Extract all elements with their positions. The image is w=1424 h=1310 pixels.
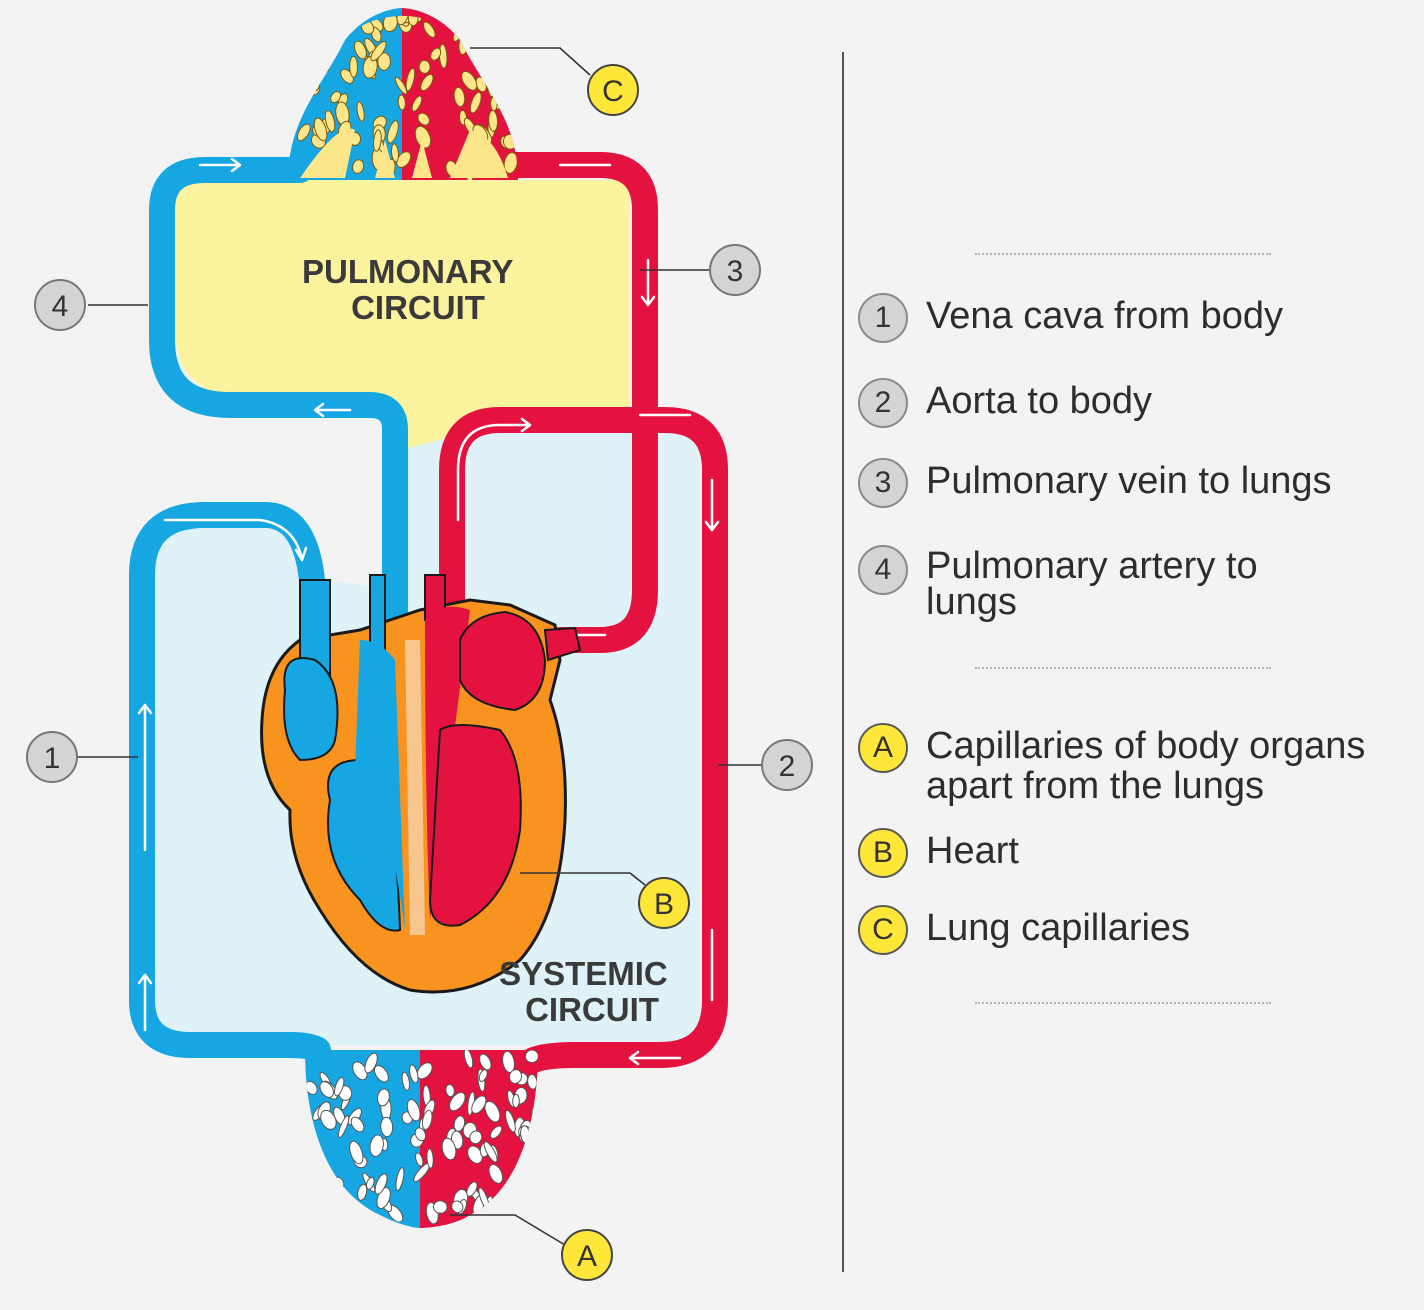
legend-item-1: 1 Vena cava from body [858, 293, 1283, 343]
legend-badge-a: A [858, 723, 908, 773]
body-capillaries [294, 1048, 544, 1237]
callout-label-2: 2 [779, 750, 796, 783]
legend-item-3: 3 Pulmonary vein to lungs [858, 458, 1332, 508]
lung-capillaries [280, 0, 523, 183]
legend-badge-b: B [858, 828, 908, 878]
legend-divider [975, 1002, 1271, 1004]
callout-label-1: 1 [44, 742, 61, 775]
legend-item-a: A Capillaries of body organs apart from … [858, 723, 1365, 806]
callout-label-a: A [577, 1240, 597, 1273]
legend-item-2: 2 Aorta to body [858, 378, 1152, 428]
legend-badge-2: 2 [858, 378, 908, 428]
legend-item-b: B Heart [858, 828, 1019, 878]
legend-text-pulmonary-vein: Pulmonary vein to lungs [926, 461, 1332, 501]
legend-text-body-capillaries: Capillaries of body organs apart from th… [926, 726, 1365, 806]
callout-2: 2 [762, 740, 812, 790]
legend-divider [975, 253, 1271, 255]
callout-4: 4 [35, 280, 85, 330]
legend-text-heart: Heart [926, 831, 1019, 871]
legend-badge-3: 3 [858, 458, 908, 508]
legend-text-lung-capillaries: Lung capillaries [926, 908, 1190, 948]
callout-3: 3 [710, 245, 760, 295]
legend-badge-4: 4 [858, 545, 908, 595]
legend-text-aorta: Aorta to body [926, 381, 1152, 421]
pulmonary-circuit-label-line1: PULMONARY [302, 253, 513, 290]
legend-item-c: C Lung capillaries [858, 905, 1190, 955]
systemic-circuit-label-line2: CIRCUIT [525, 991, 659, 1028]
callout-label-3: 3 [727, 255, 744, 288]
legend-divider [975, 667, 1271, 669]
pulmonary-circuit-label-line2: CIRCUIT [351, 289, 485, 326]
callout-label-4: 4 [52, 290, 69, 323]
callout-a: A [562, 1230, 612, 1280]
legend-text-vena-cava: Vena cava from body [926, 296, 1283, 336]
legend-text-pulmonary-artery: Pulmonary artery to lungs [926, 548, 1258, 620]
callout-label-c: C [602, 75, 624, 108]
svg-text:SYSTEMIC CIRCUIT: SYSTEMIC CIRCUIT [499, 955, 677, 1028]
callout-label-b: B [654, 888, 674, 921]
legend-item-4: 4 Pulmonary artery to lungs [858, 545, 1258, 620]
callout-c: C [588, 65, 638, 115]
callout-b: B [639, 878, 689, 928]
legend-badge-c: C [858, 905, 908, 955]
callout-1: 1 [27, 732, 77, 782]
legend-badge-1: 1 [858, 293, 908, 343]
systemic-circuit-label-line1: SYSTEMIC [499, 955, 668, 992]
